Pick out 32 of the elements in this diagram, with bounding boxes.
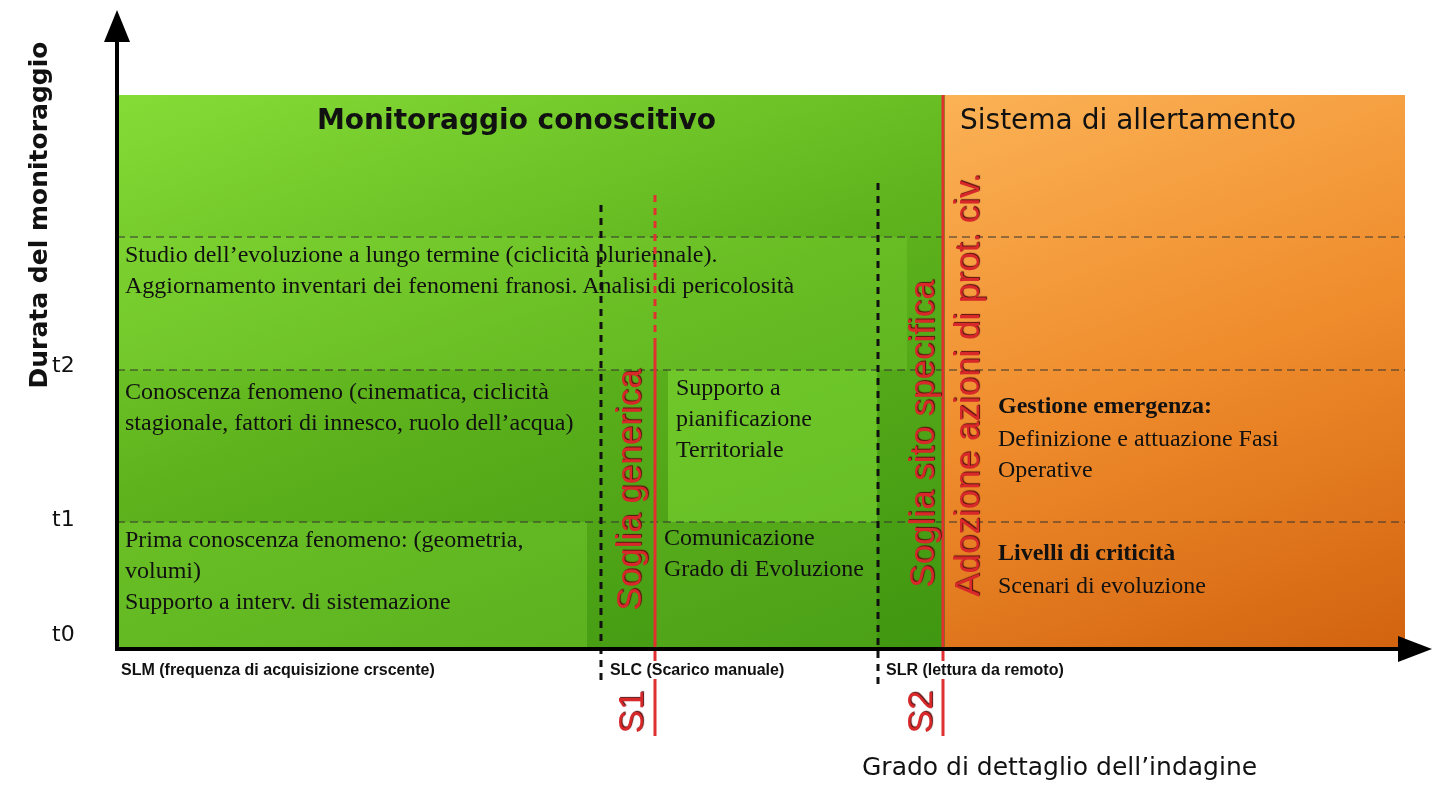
tick-label: t1 (52, 506, 75, 531)
threshold-label: Soglia sito specifica (902, 280, 942, 588)
region-panel (117, 95, 945, 648)
cell-heading: Livelli di criticità (998, 538, 1177, 567)
tick-label: t2 (52, 352, 75, 377)
scale-label: SLC (Scarico manuale) (608, 661, 787, 679)
threshold-label: S1 (611, 690, 651, 734)
row-band (117, 237, 907, 370)
scale-label: SLM (frequenza di acquisizione crscente) (119, 661, 437, 679)
cell-text: Supporto a interv. di sistemazione (125, 587, 452, 617)
cell-text: Supporto a pianificazione Territoriale (676, 373, 813, 465)
cell-text: Studio dell’evoluzione a lungo termine (ciclicità pluriennale). (125, 240, 719, 269)
cell-text: Definizione e attuazione Fasi Operative (998, 424, 1280, 485)
region-panel (945, 95, 1405, 648)
scale-label: SLR (lettura da remoto) (884, 661, 1066, 679)
cell-text: Comunicazione Grado di Evoluzione (664, 523, 865, 584)
threshold-label: S2 (900, 690, 940, 734)
row-band (668, 370, 877, 522)
section-heading: Sistema di allertamento (960, 103, 1297, 136)
row-band (656, 522, 877, 648)
section-heading: Monitoraggio conoscitivo (317, 103, 716, 136)
cell-text: Prima conoscenza fenomeno: (geometria, volumi) (125, 525, 525, 586)
tick-label: t0 (52, 621, 75, 646)
axis-title: Durata del monitoraggio (23, 41, 53, 389)
cell-text: Scenari di evoluzione (998, 571, 1207, 601)
cell-text: Conoscenza fenomeno (cinematica, ciclicità stagionale, fattori di innesco, ruolo dell’acqua) (125, 377, 575, 438)
cell-heading: Gestione emergenza: (998, 391, 1213, 420)
threshold-label: Adozione azioni di prot. civ. (947, 173, 987, 597)
cell-text: Aggiornamento inventari dei fenomeni franosi. Analisi di pericolosità (125, 271, 796, 301)
row-band (117, 522, 587, 648)
threshold-label: Soglia generica (609, 369, 649, 611)
axis-title: Grado di dettaglio dell’indagine (862, 752, 1258, 781)
